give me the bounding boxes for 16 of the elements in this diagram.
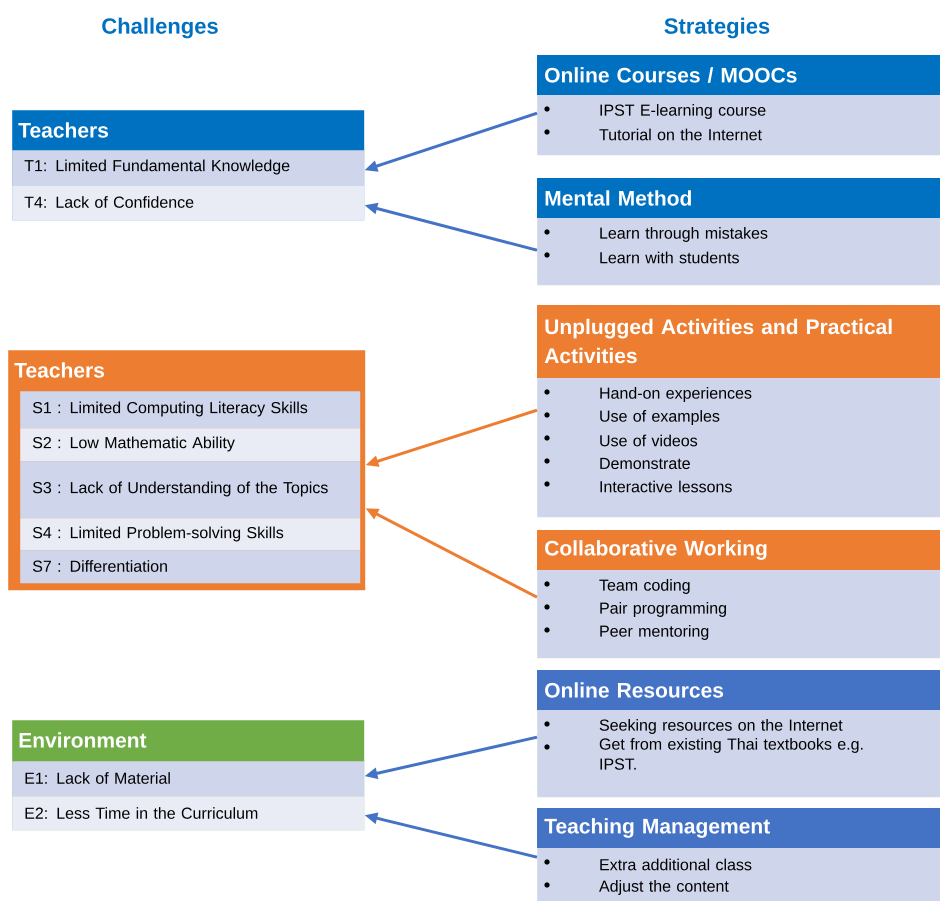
strategy-card: Unplugged Activities and Practical Activities Hand-on experiences Use of examples Use of videos Demonstrate Interactive lessons: [537, 305, 940, 518]
strategy-card: Collaborative Working Team coding Pair programming Peer mentoring: [537, 530, 940, 658]
column-heading: Challenges: [102, 18, 218, 38]
challenge-row: S3 : Lack of Understanding of the Topics: [20, 461, 360, 518]
strategy-card: Mental Method Learn through mistakes Learn with students: [537, 178, 940, 286]
challenge-row: S1 : Limited Computing Literacy Skills: [20, 391, 360, 428]
strategy-card: Online Resources Seeking resources on the Internet Get from existing Thai textbooks e.g. IPST.: [537, 670, 940, 798]
strategy-card: Teaching Management Extra additional class Adjust the content: [537, 808, 940, 901]
challenge-row: T4: Lack of Confidence: [12, 185, 364, 220]
challenge-row: S7 : Differentiation: [20, 550, 360, 584]
challenge-row: T1: Limited Fundamental Knowledge: [12, 150, 364, 186]
strategy-card: Online Courses / MOOCs IPST E-learning course Tutorial on the Internet: [537, 55, 940, 156]
challenge-row: E2: Less Time in the Curriculum: [12, 796, 364, 830]
challenge-row: S4 : Limited Problem-solving Skills: [20, 518, 360, 550]
challenge-row: S2 : Low Mathematic Ability: [20, 428, 360, 462]
challenge-row: E1: Lack of Material: [12, 761, 364, 796]
